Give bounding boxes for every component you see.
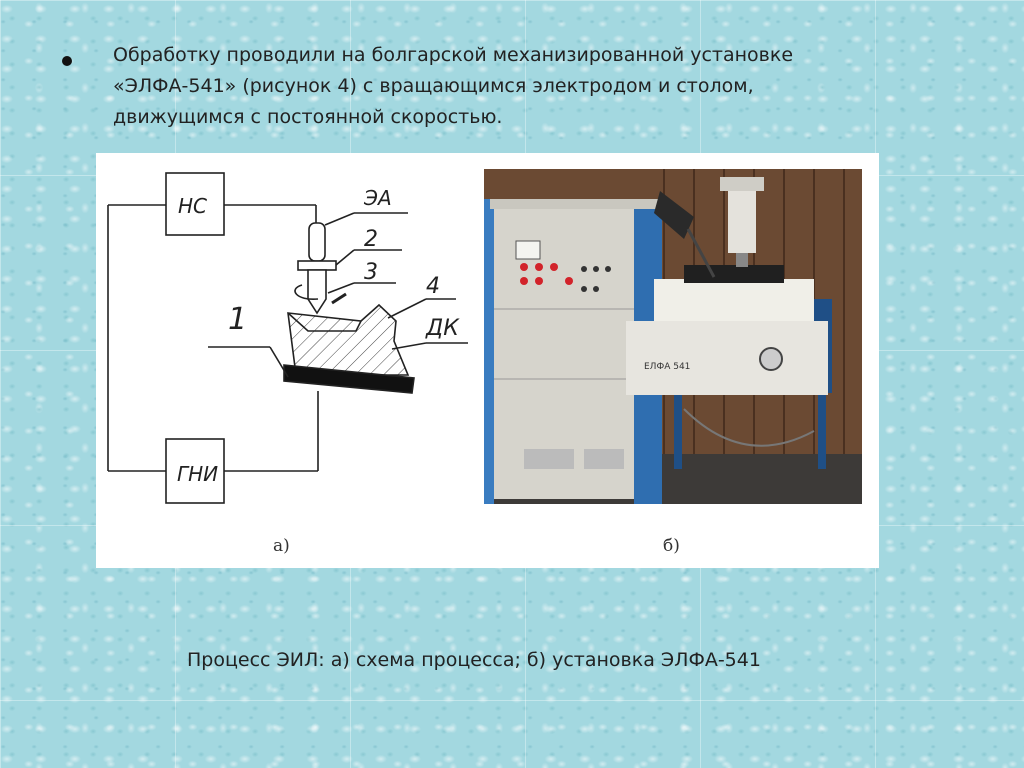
label-ns: НС bbox=[178, 194, 207, 218]
label-gni: ГНИ bbox=[177, 462, 218, 486]
electrode-tip bbox=[307, 269, 327, 315]
label-1: 1 bbox=[228, 302, 247, 337]
label-3: 3 bbox=[364, 260, 378, 285]
label-4: 4 bbox=[426, 274, 440, 299]
rotation-arrow-icon bbox=[294, 284, 319, 300]
leader-line bbox=[335, 249, 355, 266]
intro-paragraph: Обработку проводили на болгарской механи… bbox=[113, 40, 893, 133]
leader-line bbox=[391, 342, 427, 350]
leader-line bbox=[269, 346, 289, 378]
label-2: 2 bbox=[364, 227, 378, 252]
intro-line: движущимся с постоянной скоростью. bbox=[113, 106, 503, 128]
label-dk: ДК bbox=[425, 316, 460, 341]
panel-label-b: б) bbox=[663, 536, 680, 556]
panel-label-a: а) bbox=[273, 536, 290, 556]
device-photo-illustration: ЕЛФА 541 bbox=[484, 169, 862, 504]
device-photo: ЕЛФА 541 bbox=[484, 169, 862, 504]
base-plate bbox=[283, 364, 415, 394]
coating-layer bbox=[287, 312, 362, 332]
label-ea: ЭА bbox=[363, 186, 392, 210]
figure-caption: Процесс ЭИЛ: а) схема процесса; б) устан… bbox=[187, 649, 761, 671]
figure-4: НС ГНИ ЭА 2 3 4 ДК 1 bbox=[96, 153, 879, 568]
electrode-holder bbox=[308, 222, 326, 262]
workpiece bbox=[287, 303, 410, 376]
process-schematic: НС ГНИ ЭА 2 3 4 ДК 1 bbox=[107, 172, 468, 504]
bullet-icon bbox=[62, 56, 72, 66]
leader-line bbox=[327, 282, 355, 294]
electrode-clamp bbox=[297, 260, 337, 271]
leader-line bbox=[324, 212, 355, 226]
leader-line bbox=[387, 298, 427, 319]
device-label: ЕЛФА 541 bbox=[644, 362, 690, 372]
ns-box bbox=[165, 172, 225, 236]
intro-line: «ЭЛФА-541» (рисунок 4) с вращающимся эле… bbox=[113, 75, 754, 97]
spark-icon bbox=[331, 292, 347, 305]
gni-box bbox=[165, 438, 225, 504]
intro-line: Обработку проводили на болгарской механи… bbox=[113, 44, 794, 66]
